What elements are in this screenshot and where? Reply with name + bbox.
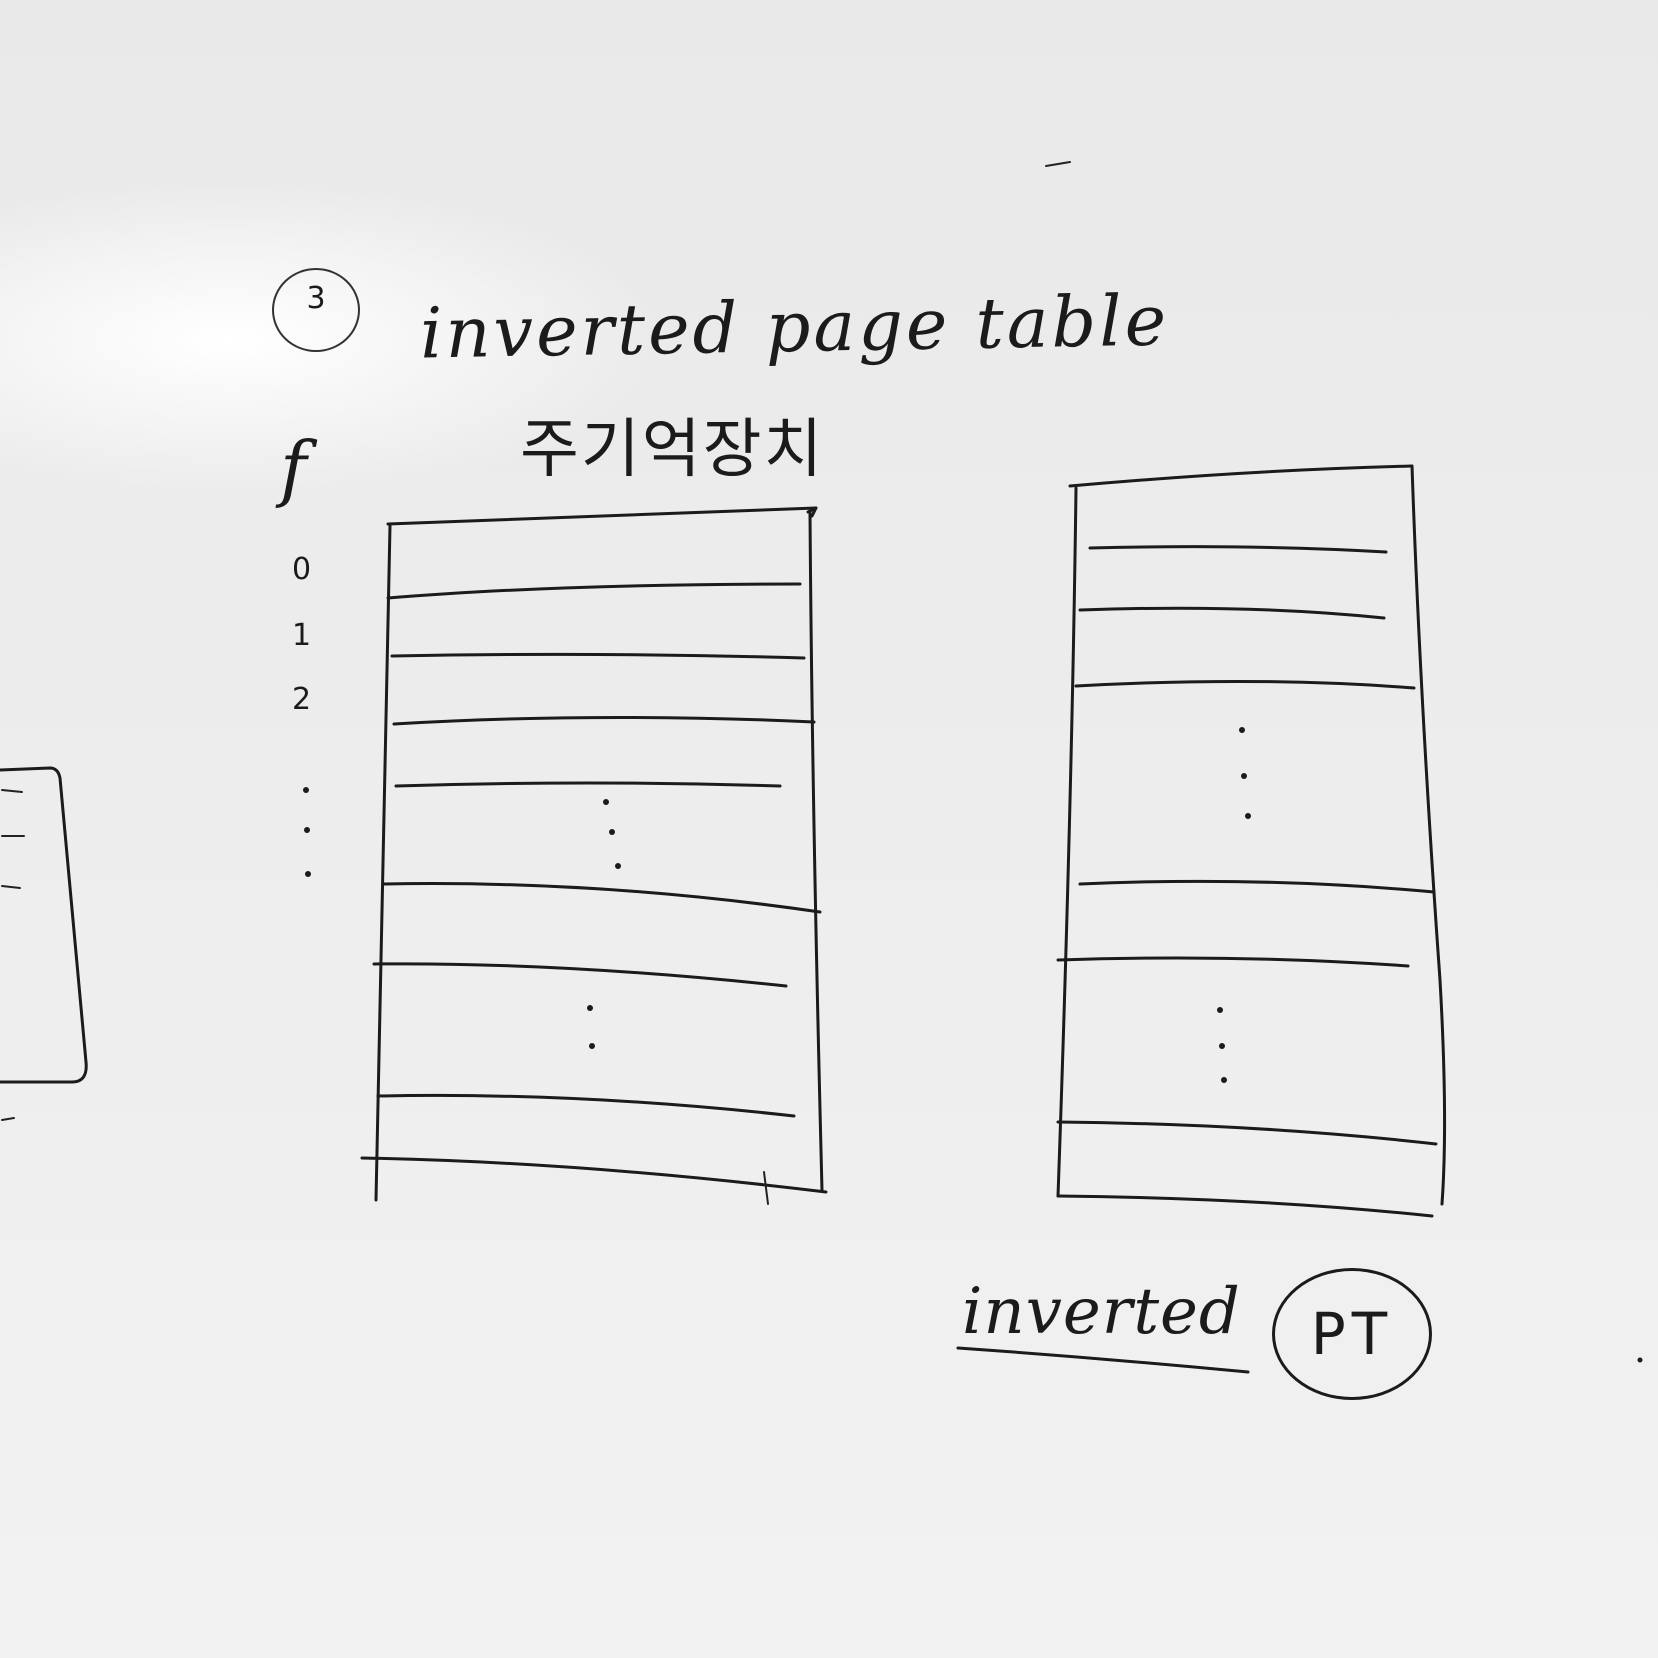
- main-memory-row-line: [376, 1093, 796, 1118]
- ellipsis-dot: [303, 787, 309, 793]
- main-memory-stray-mark: [763, 1171, 769, 1205]
- frame-index-1: 1: [292, 618, 312, 653]
- ellipsis-dot: [1245, 813, 1251, 819]
- ellipsis-dot: [609, 829, 615, 835]
- inverted-table-row-line: [1078, 606, 1386, 620]
- ellipsis-dot: [603, 799, 609, 805]
- ellipsis-dot: [305, 871, 311, 877]
- frame-index-2: 2: [292, 682, 312, 717]
- main-memory-bottom-border: [360, 1156, 828, 1194]
- inverted-table-row-line: [1088, 545, 1388, 554]
- ellipsis-dot: [1219, 1043, 1225, 1049]
- ellipsis-dot: [1241, 773, 1247, 779]
- main-memory-row-line: [382, 882, 822, 914]
- inverted-label-underline: [956, 1346, 1250, 1374]
- partial-box-mark: [1, 1117, 15, 1121]
- inverted-table-label: inverted: [962, 1275, 1241, 1349]
- stray-dot: [1637, 1357, 1643, 1363]
- main-memory-table: [360, 506, 828, 1205]
- main-memory-left-border: [374, 524, 392, 1202]
- inverted-table-row-line: [1074, 679, 1416, 690]
- frame-index-0: 0: [292, 552, 312, 587]
- main-memory-right-border: [808, 510, 824, 1192]
- ellipsis-dot: [1239, 727, 1245, 733]
- main-memory-row-line: [372, 962, 788, 988]
- ellipsis-dot: [304, 827, 310, 833]
- inverted-table-row-line: [1056, 956, 1410, 968]
- main-memory-label: 주기억장치: [520, 413, 825, 487]
- partial-box-left-edge: [0, 766, 88, 1121]
- inverted-table-bottom-border: [1056, 1194, 1434, 1218]
- inverted-table-row-line: [1056, 1120, 1438, 1146]
- inverted-page-table: [1056, 464, 1447, 1218]
- partial-box-row-line: [1, 789, 23, 793]
- main-memory-row-line: [394, 781, 782, 788]
- main-memory-row-line: [386, 582, 802, 600]
- main-memory-row-line: [392, 715, 816, 726]
- step-number: 3: [306, 281, 326, 316]
- inverted-table-left-border: [1056, 486, 1078, 1198]
- partial-box-outline: [0, 766, 88, 1084]
- partial-box-row-line: [1, 885, 21, 889]
- step-number-circle: 3: [272, 268, 360, 352]
- main-memory-top-border: [386, 506, 818, 526]
- inverted-table-abbreviation: PT: [1310, 1300, 1394, 1368]
- inverted-table-abbreviation-circle: PT: [1272, 1268, 1432, 1400]
- stray-mark: [1045, 161, 1071, 167]
- inverted-table-row-line: [1078, 879, 1436, 894]
- ellipsis-dot: [615, 863, 621, 869]
- ellipsis-dot: [1221, 1077, 1227, 1083]
- inverted-table-right-border: [1410, 464, 1447, 1206]
- frame-axis-label: f: [280, 426, 307, 510]
- ellipsis-dot: [587, 1005, 593, 1011]
- ellipsis-dot: [589, 1043, 595, 1049]
- ellipsis-dot: [1217, 1007, 1223, 1013]
- frame-index-ellipsis: [303, 787, 311, 877]
- main-memory-row-line: [390, 652, 806, 660]
- inverted-table-top-border: [1068, 464, 1414, 488]
